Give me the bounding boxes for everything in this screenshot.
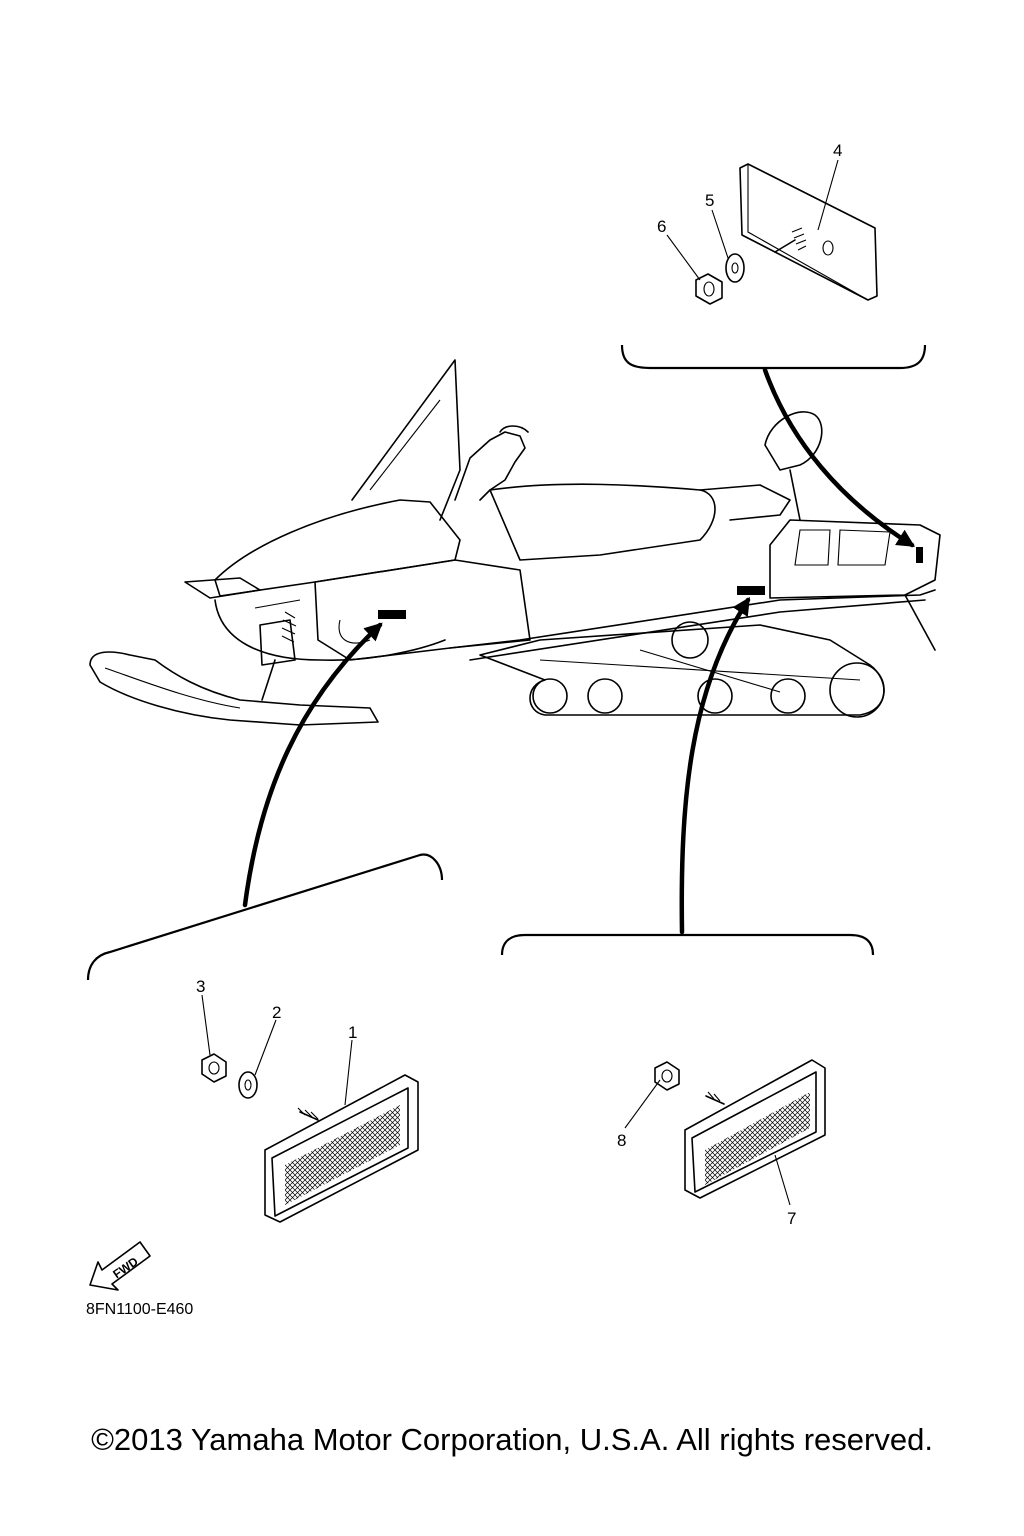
callout-7: 7 bbox=[787, 1209, 796, 1228]
callout-1: 1 bbox=[348, 1023, 357, 1042]
diagram-code: 8FN1100-E460 bbox=[86, 1301, 193, 1318]
arrow-to-side-reflector bbox=[679, 596, 751, 935]
side-reflector-assembly bbox=[624, 1059, 826, 1206]
detail-panel-side bbox=[500, 933, 875, 956]
callout-5: 5 bbox=[705, 191, 714, 210]
callout-3: 3 bbox=[196, 977, 205, 996]
detail-panel-front bbox=[86, 853, 444, 981]
side-reflector-marker bbox=[737, 586, 765, 595]
rear-reflector-assembly bbox=[666, 159, 878, 305]
detail-panel-rear bbox=[620, 344, 927, 370]
fwd-label: FWD bbox=[110, 1254, 141, 1281]
snowmobile-illustration bbox=[89, 359, 941, 726]
fwd-arrow-icon: FWD bbox=[89, 1241, 151, 1291]
arrow-to-front-reflector bbox=[242, 622, 383, 908]
arrow-to-rear-reflector bbox=[762, 367, 916, 548]
callout-4: 4 bbox=[833, 141, 842, 160]
callout-2: 2 bbox=[272, 1003, 281, 1022]
copyright-notice: ©2013 Yamaha Motor Corporation, U.S.A. A… bbox=[91, 1422, 933, 1457]
front-reflector-assembly bbox=[201, 994, 419, 1223]
callout-8: 8 bbox=[617, 1131, 626, 1150]
callout-6: 6 bbox=[657, 217, 666, 236]
front-reflector-marker bbox=[378, 610, 406, 619]
rear-reflector-marker bbox=[916, 547, 923, 563]
